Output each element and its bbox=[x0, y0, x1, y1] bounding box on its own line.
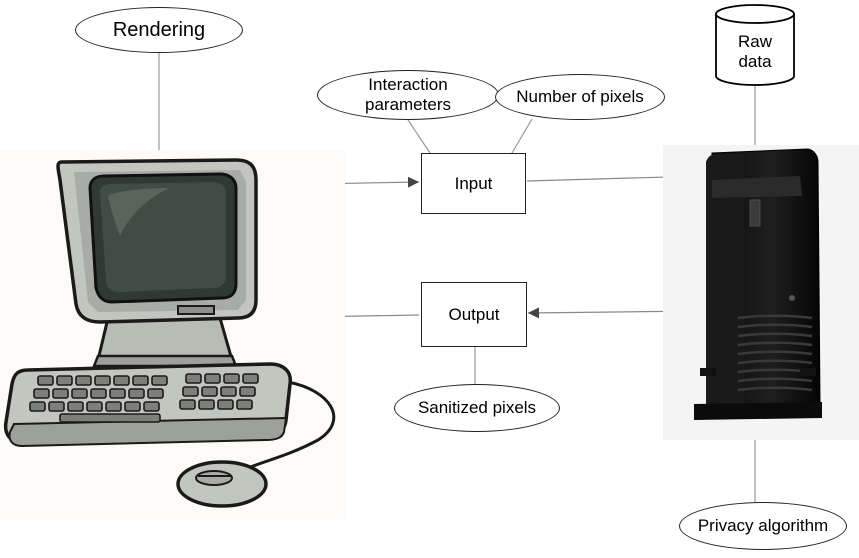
server-vent bbox=[737, 341, 813, 347]
privacy-algorithm-label: Privacy algorithm bbox=[697, 516, 829, 536]
keyboard-key bbox=[86, 401, 103, 412]
server-vent bbox=[737, 386, 813, 392]
keyboard-key bbox=[201, 386, 218, 397]
keyboard-key bbox=[182, 386, 199, 397]
sanitized-pixels-label: Sanitized pixels bbox=[417, 398, 537, 418]
keyboard-key bbox=[151, 375, 168, 386]
server-vent bbox=[737, 314, 813, 320]
keyboard-key bbox=[179, 399, 196, 410]
desktop-computer-icon bbox=[0, 150, 345, 520]
keyboard-key bbox=[223, 373, 240, 384]
input-label: Input bbox=[454, 173, 493, 193]
keyboard-key bbox=[124, 401, 141, 412]
keyboard-key bbox=[113, 375, 130, 386]
keyboard-key bbox=[67, 401, 84, 412]
keyboard-key bbox=[132, 375, 149, 386]
keyboard-key bbox=[204, 373, 221, 384]
keyboard-key bbox=[242, 373, 259, 384]
input-box: Input bbox=[421, 153, 526, 214]
keyboard-key bbox=[236, 399, 253, 410]
line-pixels-input bbox=[511, 118, 533, 154]
number-of-pixels-ellipse: Number of pixels bbox=[495, 74, 665, 120]
keyboard-key bbox=[71, 388, 88, 399]
keyboard-key bbox=[56, 375, 73, 386]
keyboard-key bbox=[220, 386, 237, 397]
keyboard-key bbox=[198, 399, 215, 410]
keyboard-key bbox=[48, 401, 65, 412]
server-vent bbox=[737, 323, 813, 329]
keyboard-key bbox=[143, 401, 160, 412]
keyboard-key bbox=[239, 386, 256, 397]
output-box: Output bbox=[421, 282, 527, 347]
keyboard-key bbox=[29, 401, 46, 412]
rendering-label: Rendering bbox=[112, 18, 206, 41]
raw-data-label: Raw data bbox=[737, 32, 772, 71]
keyboard-key bbox=[90, 388, 107, 399]
output-label: Output bbox=[448, 304, 500, 324]
keyboard-key bbox=[75, 375, 92, 386]
server-vent bbox=[737, 359, 813, 365]
keyboard-key bbox=[94, 375, 111, 386]
interaction-parameters-label: Interaction parameters bbox=[365, 75, 451, 114]
keyboard-key bbox=[105, 401, 122, 412]
raw-data-node: Raw data bbox=[716, 26, 794, 78]
server-vent bbox=[737, 332, 813, 338]
number-of-pixels-label: Number of pixels bbox=[516, 87, 644, 107]
keyboard-key bbox=[109, 388, 126, 399]
server-tower-icon bbox=[663, 145, 859, 440]
keyboard-key bbox=[37, 375, 54, 386]
keyboard-key bbox=[33, 388, 50, 399]
keyboard-key bbox=[217, 399, 234, 410]
rendering-ellipse: Rendering bbox=[75, 7, 243, 53]
privacy-algorithm-ellipse: Privacy algorithm bbox=[679, 502, 847, 550]
keyboard-key bbox=[147, 388, 164, 399]
line-interaction-input bbox=[407, 119, 431, 154]
sanitized-pixels-ellipse: Sanitized pixels bbox=[394, 384, 560, 432]
keyboard-spacebar bbox=[59, 413, 161, 423]
server-vent bbox=[737, 377, 813, 383]
keyboard-key bbox=[185, 373, 202, 384]
keyboard-key bbox=[52, 388, 69, 399]
server-vent bbox=[737, 350, 813, 356]
interaction-parameters-ellipse: Interaction parameters bbox=[317, 70, 499, 120]
database-cylinder-icon bbox=[715, 4, 795, 86]
keyboard-key bbox=[128, 388, 145, 399]
